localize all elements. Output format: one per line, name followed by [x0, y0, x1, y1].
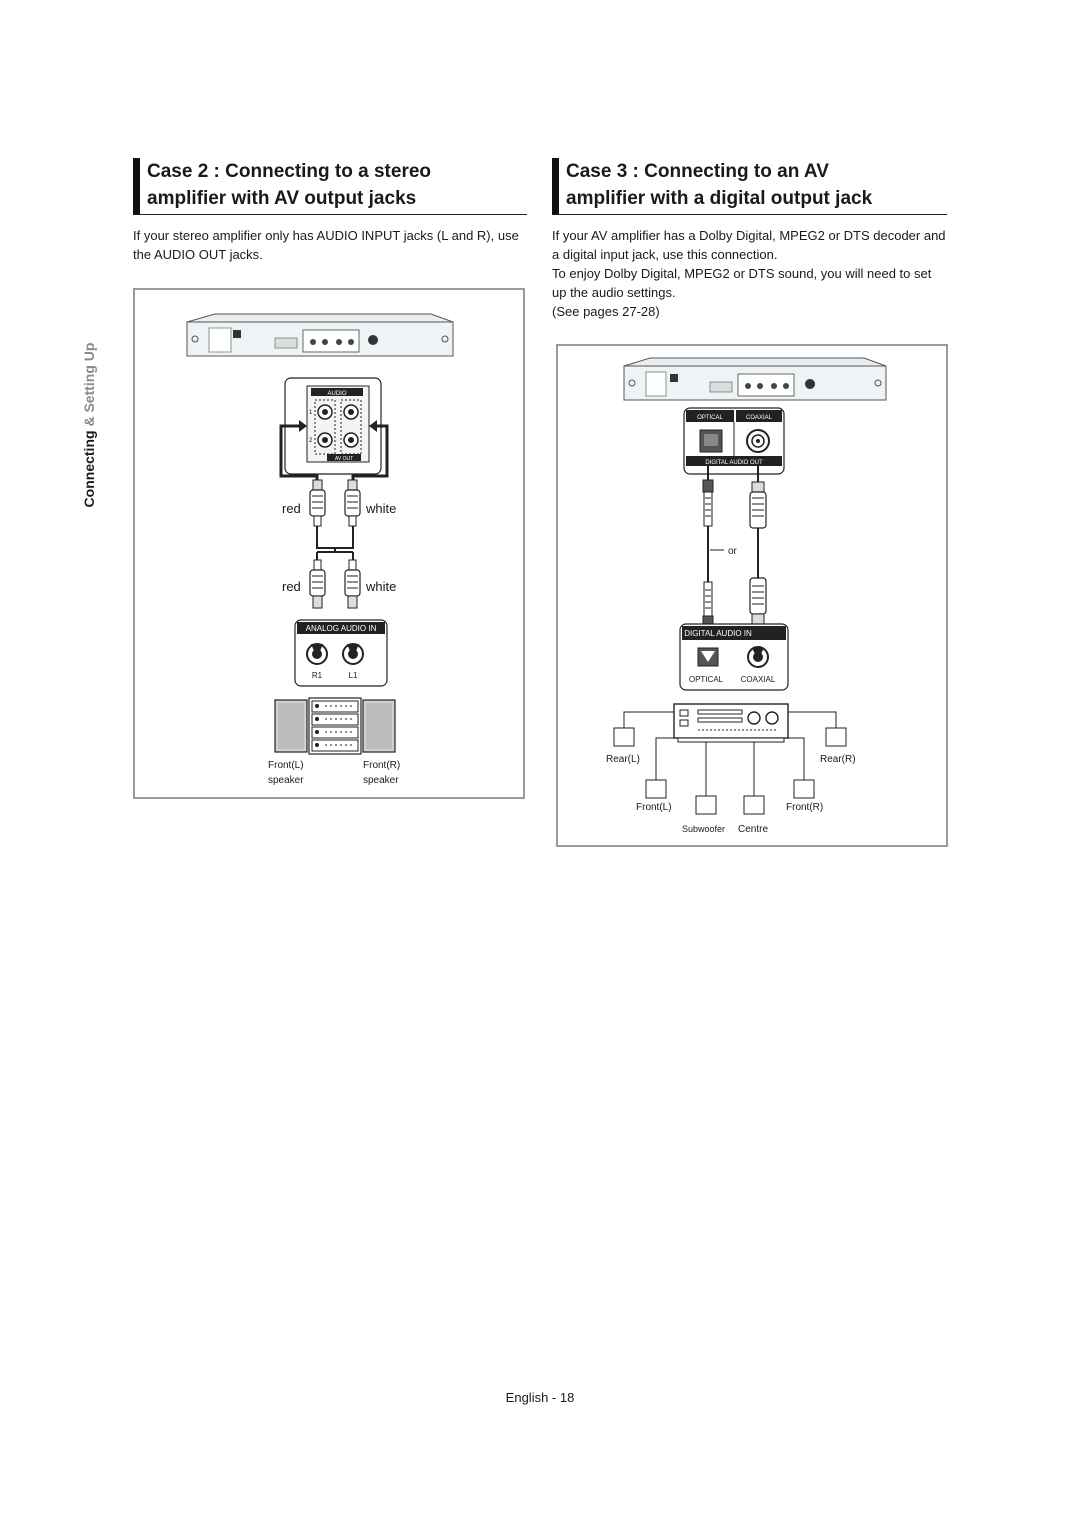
panel-av-out: AV OUT [335, 456, 353, 462]
label-front-l: Front(L) [268, 760, 304, 771]
case3-title-line1: Case 3 : Connecting to an AV [566, 161, 829, 182]
label-red-top: red [282, 501, 301, 516]
dvd-player-illustration [186, 313, 454, 357]
label-digital-audio-out: DIGITAL AUDIO OUT [705, 460, 763, 466]
label-front-r: Front(R) [363, 760, 400, 771]
label-coaxial-bottom: COAXIAL [741, 675, 776, 684]
label-front-l: Front(L) [636, 802, 672, 813]
stereo-system-illustration [274, 697, 396, 755]
av-receiver-illustration [673, 703, 789, 743]
upper-rca-plugs [309, 479, 361, 527]
panel-jack2: 2 [309, 438, 313, 444]
label-digital-audio-in: DIGITAL AUDIO IN [684, 629, 752, 638]
label-coaxial-top: COAXIAL [746, 415, 773, 421]
section-side-tab: Connecting & Setting Up [72, 340, 106, 510]
label-white-top: white [365, 501, 396, 516]
case3-diagram: OPTICAL COAXIAL DIGITAL AUDIO OUT [556, 344, 948, 847]
lower-rca-plugs [309, 559, 361, 609]
page-footer: English - 18 [0, 1390, 1080, 1405]
analog-audio-in-label: ANALOG AUDIO IN [306, 624, 377, 633]
case3-heading: Case 3 : Connecting to an AV amplifier w… [552, 158, 947, 215]
label-optical-top: OPTICAL [697, 415, 723, 421]
label-front-l-speaker: speaker [268, 775, 304, 786]
label-white-bottom: white [365, 579, 396, 594]
case2-diagram: AUDIO 1 2 AV OUT r [133, 288, 525, 799]
side-tab-part2: & Setting Up [81, 342, 97, 427]
case3-body: If your AV amplifier has a Dolby Digital… [552, 226, 947, 321]
label-rear-l: Rear(L) [606, 754, 640, 765]
case2-heading: Case 2 : Connecting to a stereo amplifie… [133, 158, 527, 215]
jack-r1: R1 [312, 671, 323, 680]
side-tab-part1: Connecting [81, 430, 97, 508]
case3-body-text2: To enjoy Dolby Digital, MPEG2 or DTS sou… [552, 266, 932, 300]
audio-out-panel: AUDIO 1 2 AV OUT [279, 377, 389, 480]
jack-l1: L1 [349, 671, 358, 680]
digital-audio-out-panel: OPTICAL COAXIAL DIGITAL AUDIO OUT [683, 407, 785, 475]
case2-body: If your stereo amplifier only has AUDIO … [133, 226, 527, 264]
label-centre: Centre [738, 824, 768, 835]
label-red-bottom: red [282, 579, 301, 594]
digital-cables [702, 466, 767, 629]
page-number: English - 18 [505, 1390, 575, 1405]
case2-body-text: If your stereo amplifier only has AUDIO … [133, 228, 519, 262]
label-optical-bottom: OPTICAL [689, 675, 724, 684]
case3-title-line2: amplifier with a digital output jack [566, 188, 873, 209]
panel-jack1: 1 [309, 410, 313, 416]
label-rear-r: Rear(R) [820, 754, 856, 765]
case3-body-text3: (See pages 27-28) [552, 304, 660, 319]
case2-section: Case 2 : Connecting to a stereo amplifie… [133, 158, 527, 264]
case2-title-line1: Case 2 : Connecting to a stereo [147, 161, 432, 182]
label-front-r-speaker: speaker [363, 775, 399, 786]
panel-audio-label: AUDIO [327, 391, 346, 397]
case3-body-text1: If your AV amplifier has a Dolby Digital… [552, 228, 946, 262]
case2-title-line2: amplifier with AV output jacks [147, 188, 417, 209]
label-subwoofer: Subwoofer [682, 824, 725, 834]
case3-section: Case 3 : Connecting to an AV amplifier w… [552, 158, 947, 321]
speaker-wiring [613, 711, 847, 815]
label-or: or [728, 546, 738, 557]
analog-audio-in-panel: ANALOG AUDIO IN R1 L1 [294, 619, 388, 687]
digital-audio-in-panel: DIGITAL AUDIO IN OPTICAL COAXIAL [679, 623, 789, 691]
label-front-r: Front(R) [786, 802, 823, 813]
dvd-player-illustration [623, 357, 887, 401]
